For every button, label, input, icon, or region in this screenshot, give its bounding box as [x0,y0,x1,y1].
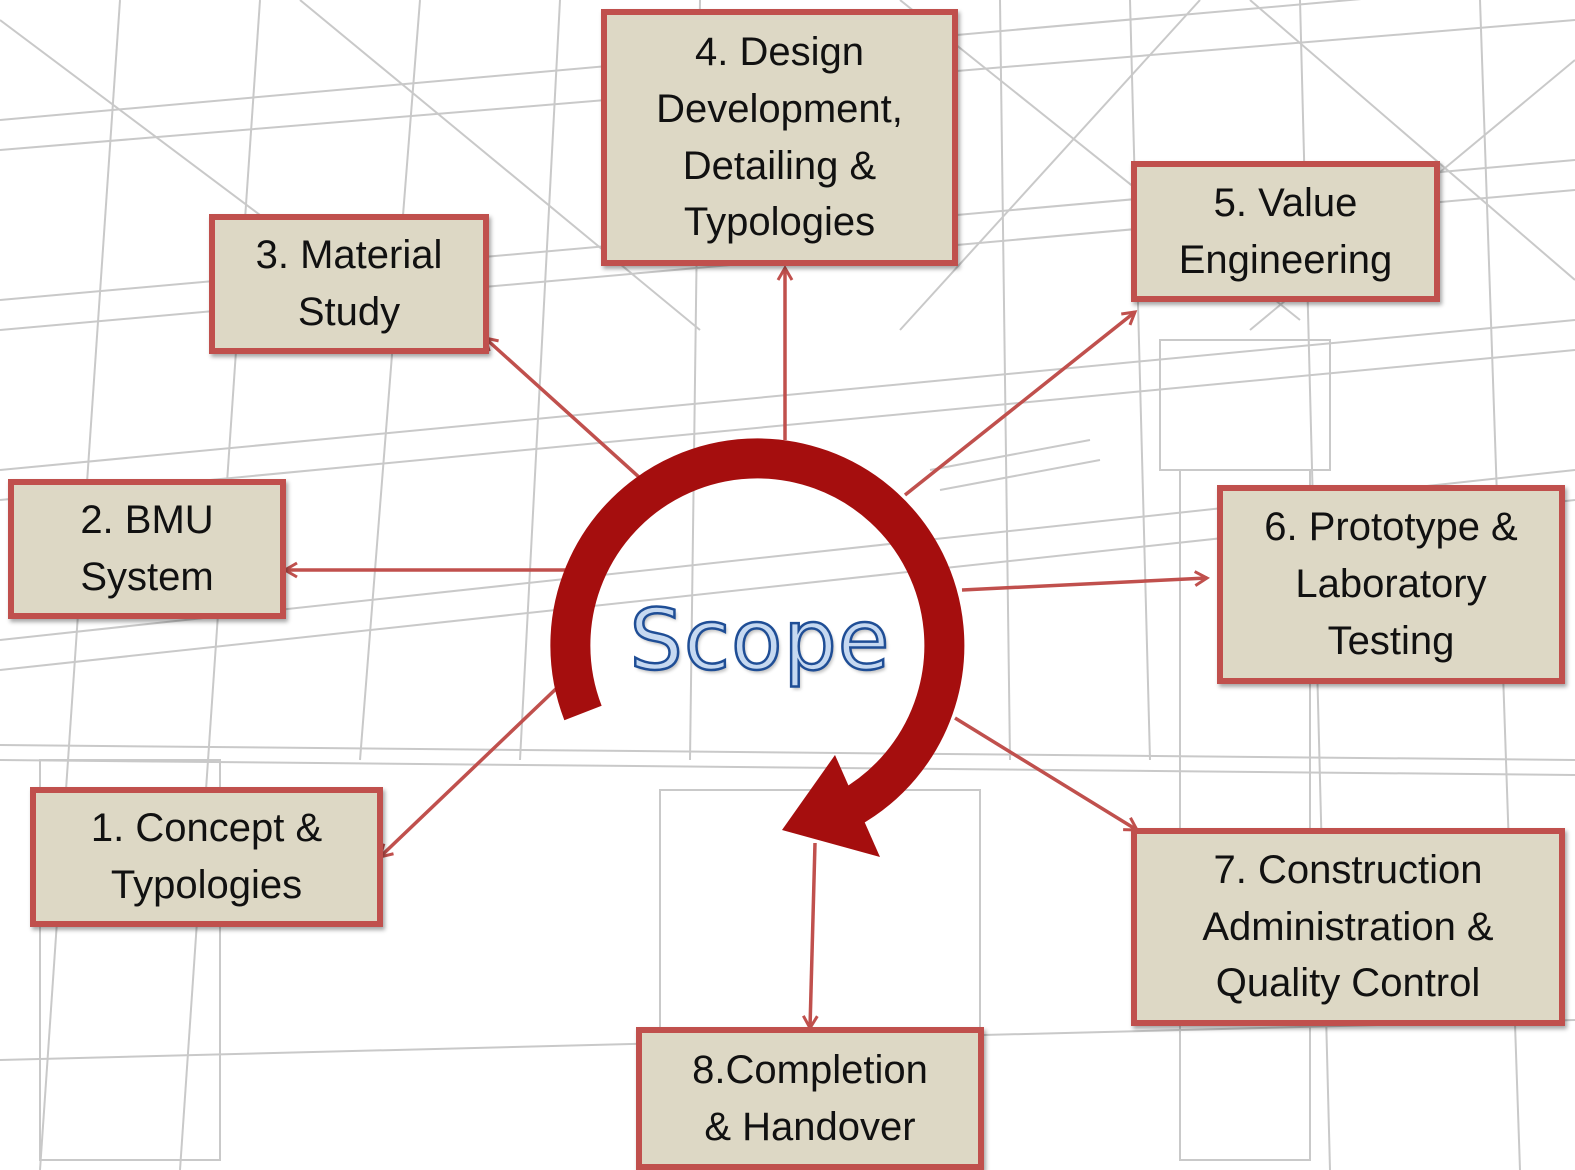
step-label-3: 3. Material Study [255,233,443,334]
step-box-3: 3. Material Study [209,214,489,354]
step-box-1: 1. Concept & Typologies [30,787,383,927]
connector-arrow-7 [954,716,1140,832]
step-box-2: 2. BMU System [8,479,286,619]
step-label-1: 1. Concept & Typologies [90,806,323,907]
step-box-6: 6. Prototype & Laboratory Testing [1217,485,1565,684]
connector-arrow-6 [961,570,1210,592]
connector-arrow-8 [802,842,819,1031]
step-label-5: 5. Value Engineering [1178,180,1393,282]
scope-title: Scope [628,590,891,691]
step-label-4: 4. Design Development, Detailing & Typol… [656,29,903,245]
connector-arrow-1 [377,683,562,860]
step-label-8: 8.Completion & Handover [692,1047,928,1149]
step-label-6: 6. Prototype & Laboratory Testing [1264,505,1518,663]
connector-arrow-5 [903,310,1138,497]
step-label-7: 7. Construction Administration & Quality… [1202,847,1494,1006]
step-box-7: 7. Construction Administration & Quality… [1131,828,1565,1026]
step-label-2: 2. BMU System [80,498,214,599]
cycle-arrow [550,438,965,857]
connector-arrow-3 [482,336,642,480]
step-box-4: 4. Design Development, Detailing & Typol… [601,9,958,266]
step-box-5: 5. Value Engineering [1131,161,1440,302]
step-box-8: 8.Completion & Handover [636,1027,984,1170]
